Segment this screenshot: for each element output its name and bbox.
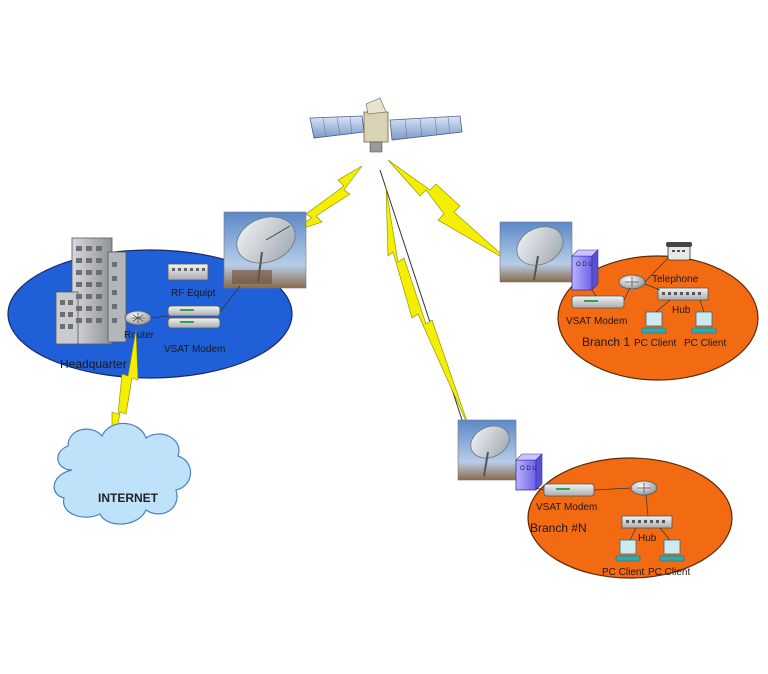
rf-equipment-icon [167,263,209,281]
satellite-links [279,159,511,433]
satellite [309,97,463,153]
lightning-link-branch1 [387,159,511,263]
hq-router-label: Router [124,330,155,341]
branchN-vsat-modem-label: VSAT Modem [536,502,597,513]
branchN-site: O D U VSAT Modem Hub PC Client PC Client [457,419,733,579]
solar-panel-right [389,115,463,141]
branch1-hub-icon [657,287,709,301]
rf-equipment-label: RF Equipt [171,288,216,299]
hq-vsat-modem-label: VSAT Modem [164,344,225,355]
internet-label: INTERNET [98,491,159,505]
branch1-hub-label: Hub [672,305,691,316]
branch1-pc-client-1-label: PC Client [634,338,676,349]
branchN-pc-client-2-icon [659,539,685,562]
branch1-telephone-label: Telephone [652,274,699,285]
branch1-pc-client-1-icon [641,311,667,334]
headquarter-building-icon [55,237,127,345]
branch1-odu-icon: O D U [571,249,599,291]
branch1-dish-antenna-icon [499,221,573,283]
branchN-hub-label: Hub [638,533,657,544]
branch1-router-icon [618,274,646,290]
branch1-odu-label: O D U [576,262,593,268]
headquarter-label: Headquarter [60,357,127,371]
hq-dish-antenna-icon [223,211,307,289]
branchN-label: Branch #N [530,521,587,535]
branchN-odu-icon: O D U [515,453,543,491]
branchN-pc-client-2-label: PC Client [648,567,690,578]
branchN-pc-client-1-label: PC Client [602,567,644,578]
branch1-pc-client-2-label: PC Client [684,338,726,349]
branchN-hub-icon [621,515,673,529]
branchN-router-icon [630,480,658,496]
satellite-body [363,111,389,143]
branchN-odu-label: O D U [520,466,537,472]
branch1-label: Branch 1 [582,335,630,349]
branchN-dish-antenna-icon [457,419,517,481]
branch1-site: O D U Telephone Hub VSAT Modem [499,221,759,381]
branchN-vsat-modem-icon [543,483,595,497]
hq-router-icon [124,310,152,326]
solar-panel-left [309,115,365,139]
branchN-pc-client-1-icon [615,539,641,562]
internet-cloud-shape [53,422,192,525]
branch1-vsat-modem-icon [571,295,625,309]
hq-vsat-modem-icon [167,305,221,329]
branch1-telephone-icon [666,242,692,261]
branch1-vsat-modem-label: VSAT Modem [566,316,627,327]
internet-cloud: INTERNET [53,422,192,525]
headquarter-site: RF Equipt VSAT Modem Router Headquarter [7,211,307,379]
